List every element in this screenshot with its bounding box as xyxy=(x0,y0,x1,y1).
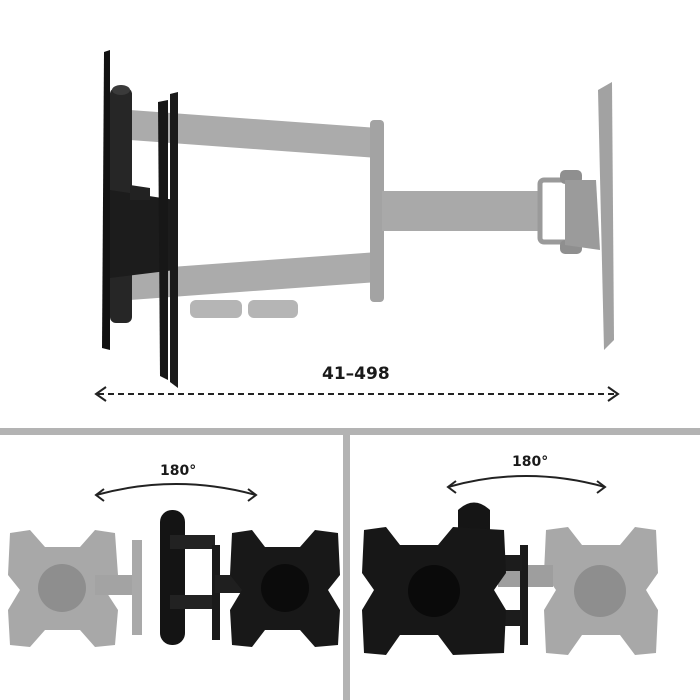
dimension-label: 41–498 xyxy=(322,364,390,384)
bottom-right-panel: 180° xyxy=(350,435,700,700)
swivel-left-illustration xyxy=(8,483,340,647)
top-panel: 41–498 xyxy=(94,50,620,402)
horizontal-divider xyxy=(0,428,700,435)
vertical-divider xyxy=(343,435,350,700)
extended-mount-illustration xyxy=(94,50,620,402)
rotation-label-right: 180° xyxy=(512,454,549,470)
swivel-right-illustration xyxy=(362,475,658,655)
bottom-left-panel: 180° xyxy=(0,435,343,700)
rotation-label-left: 180° xyxy=(160,463,197,479)
